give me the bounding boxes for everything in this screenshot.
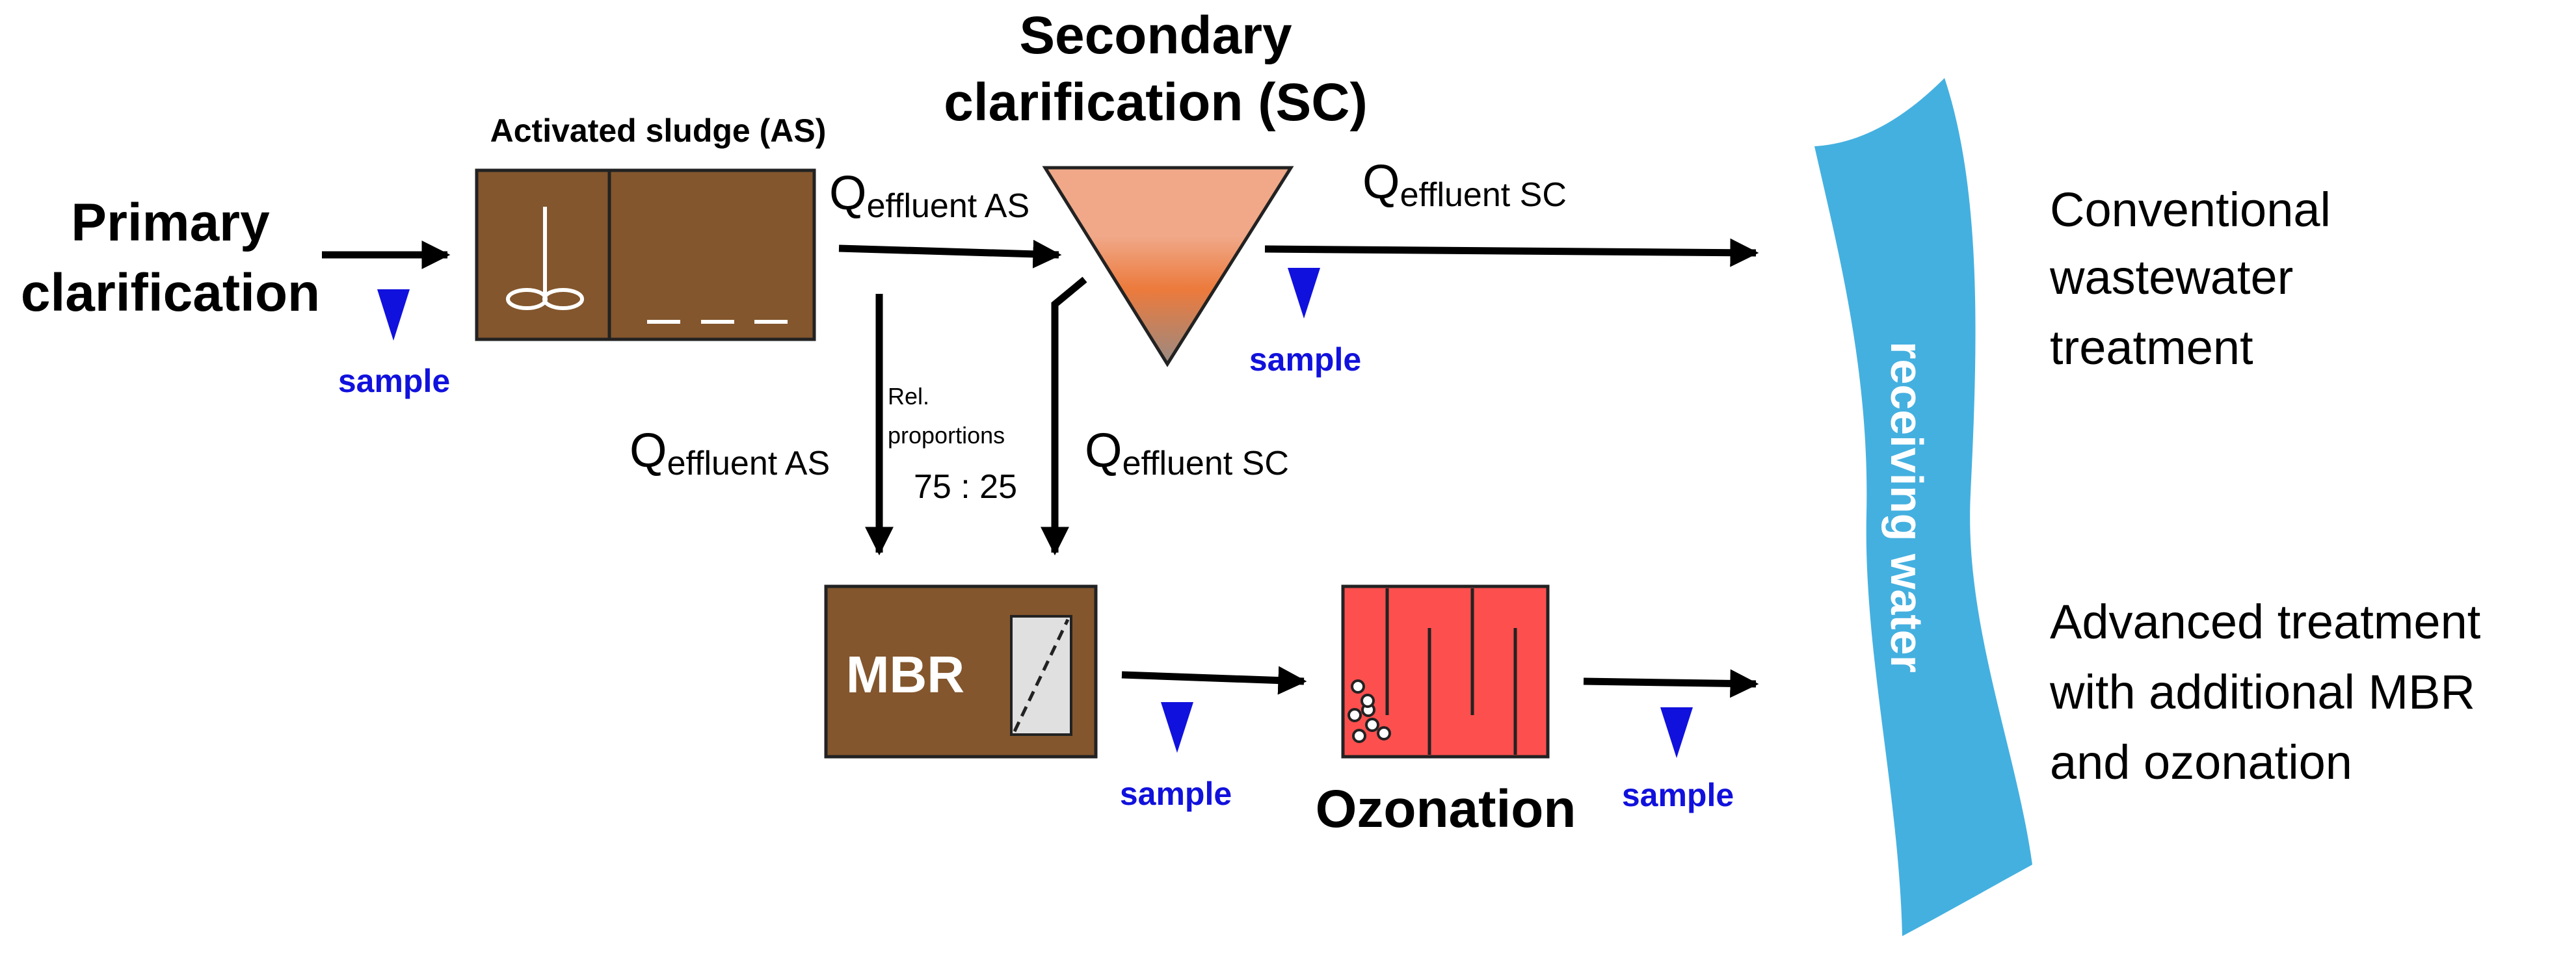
secondary-clarification-title-line2: clarification (SC) [944, 73, 1368, 132]
svg-text:Advanced treatment: Advanced treatment [2050, 595, 2481, 649]
sample-marker-sc [1288, 268, 1320, 319]
svg-text:with additional MBR: with additional MBR [2049, 665, 2475, 719]
conventional-treatment-label: Conventional wastewater treatment [2049, 183, 2331, 374]
svg-text:Qeffluent AS: Qeffluent AS [829, 166, 1029, 225]
mbr-tank: MBR [824, 584, 1098, 759]
sample-label-mbr: sample [1120, 776, 1232, 812]
q-subscript: effluent SC [1400, 176, 1567, 214]
svg-text:treatment: treatment [2050, 321, 2253, 374]
arrow-mbr-to-ozonation [1121, 666, 1307, 695]
q-effluent-as-top: Qeffluent AS [829, 166, 1029, 225]
activated-sludge-title: Activated sludge (AS) [490, 112, 827, 149]
q-symbol: Q [1085, 423, 1122, 477]
baffles [1385, 588, 1517, 755]
bubbles-icon [1348, 679, 1391, 743]
receiving-water-label: receiving water [1881, 341, 1932, 673]
q-subscript: effluent AS [867, 187, 1030, 225]
proportion-ratio: 75 : 25 [914, 468, 1017, 506]
sample-label-ozonation: sample [1622, 777, 1734, 813]
q-effluent-sc-side: Qeffluent SC [1085, 423, 1289, 482]
arrow-ozonation-to-river [1583, 669, 1759, 698]
sample-marker-mbr [1161, 702, 1193, 753]
q-subscript: effluent SC [1122, 445, 1289, 482]
membrane-icon [1010, 615, 1072, 736]
sample-label-sc: sample [1249, 341, 1361, 378]
primary-clarification-label-line1: Primary [71, 193, 270, 252]
secondary-clarifier-tank [1042, 166, 1294, 367]
svg-text:Conventional: Conventional [2050, 183, 2331, 237]
ozonation-tank [1341, 584, 1550, 759]
svg-text:and ozonation: and ozonation [2050, 735, 2352, 789]
sample-marker-primary [377, 289, 410, 341]
q-effluent-as-side: Qeffluent AS [630, 423, 830, 482]
q-symbol: Q [829, 166, 867, 220]
activated-sludge-tank [475, 168, 816, 341]
advanced-treatment-label: Advanced treatment with additional MBR a… [2049, 595, 2481, 789]
arrow-as-to-sc [838, 239, 1062, 268]
mbr-label: MBR [846, 646, 964, 703]
svg-text:Qeffluent AS: Qeffluent AS [630, 423, 830, 482]
primary-clarification-label-line2: clarification [21, 263, 320, 322]
arrow-sc-to-river [1264, 238, 1759, 267]
svg-text:wastewater: wastewater [2049, 250, 2293, 304]
secondary-clarification-title-line1: Secondary [1019, 6, 1292, 65]
arrow-sc-to-mbr [1041, 276, 1087, 556]
ozonation-label: Ozonation [1316, 779, 1576, 839]
sample-label-primary: sample [338, 363, 450, 399]
svg-text:Qeffluent SC: Qeffluent SC [1362, 155, 1567, 214]
sample-marker-ozonation [1660, 707, 1693, 758]
q-subscript: effluent AS [667, 445, 830, 482]
mixer-icon [506, 207, 584, 310]
q-symbol: Q [630, 423, 667, 477]
relative-proportions-line1: Rel. [888, 383, 929, 410]
q-effluent-sc-top: Qeffluent SC [1362, 155, 1567, 214]
primary-clarification: Primary clarification [21, 193, 320, 322]
svg-text:Qeffluent SC: Qeffluent SC [1085, 423, 1289, 482]
relative-proportions-line2: proportions [888, 422, 1005, 449]
receiving-water-river: receiving water [1814, 78, 2032, 936]
q-symbol: Q [1362, 155, 1400, 209]
